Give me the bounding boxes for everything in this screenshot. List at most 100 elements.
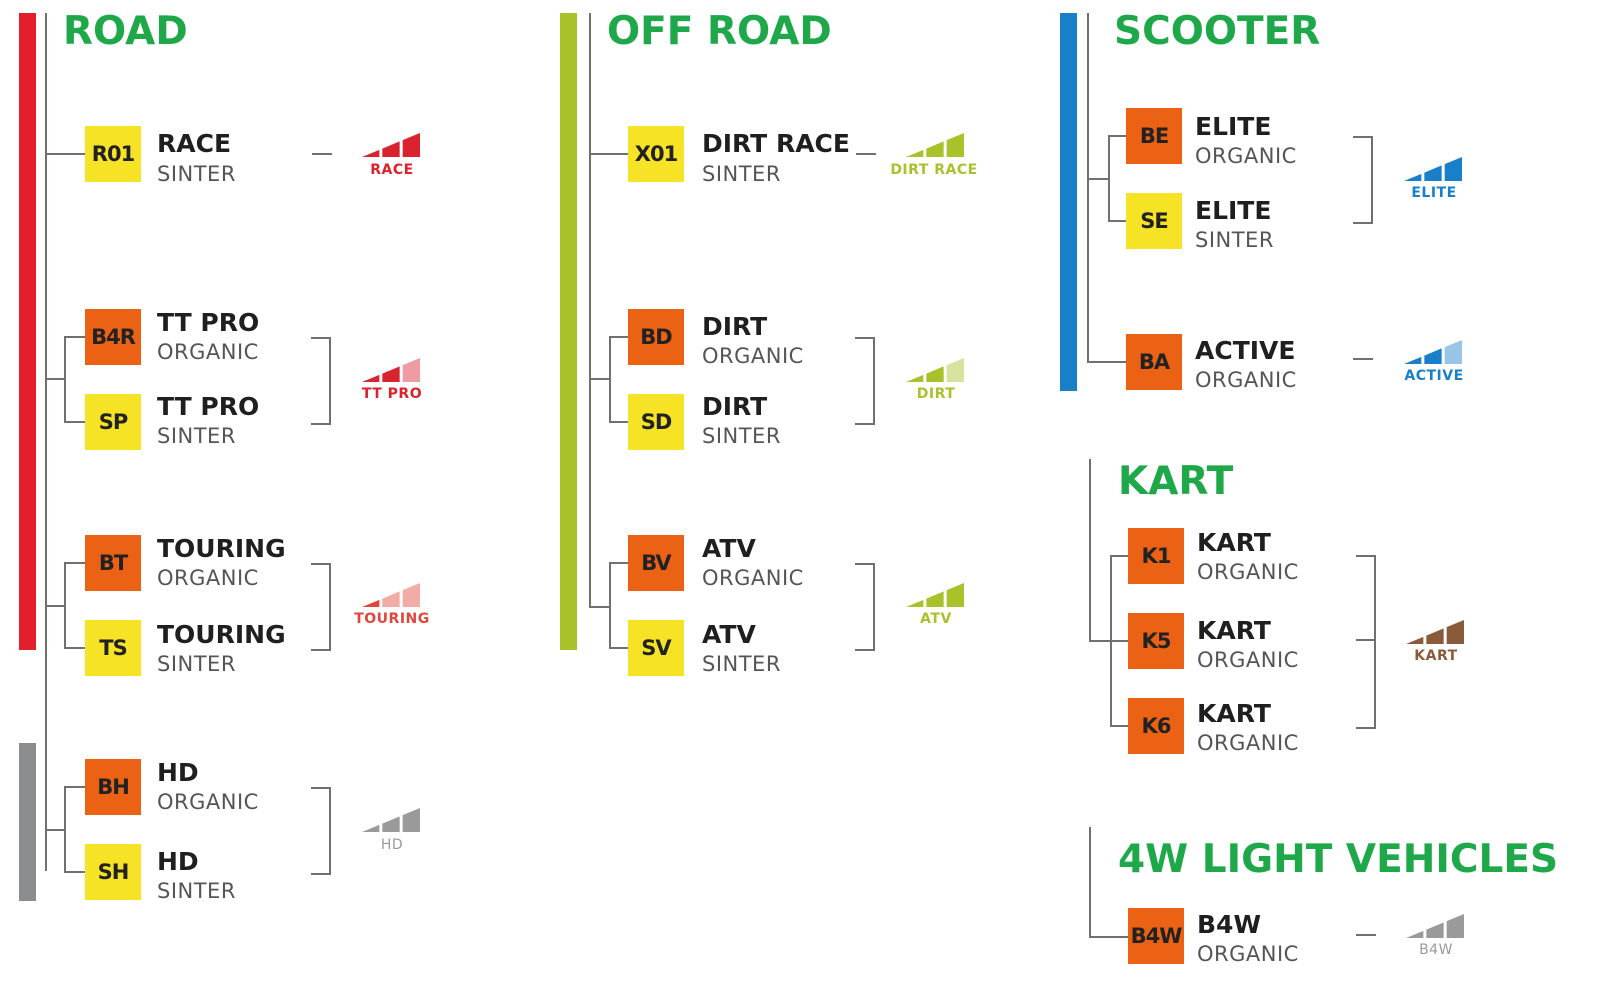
wedge-segment (382, 816, 400, 832)
connector (589, 606, 609, 608)
pad-type: ORGANIC (1195, 144, 1297, 168)
indicator-dirt-label: DIRT (916, 386, 956, 402)
indicator-dirtrace-icon (906, 133, 964, 157)
pad-name: DIRT RACE (702, 129, 850, 158)
pad-code-sv: SV (628, 620, 684, 676)
indicator-kart-label: KART (1414, 648, 1458, 664)
wedge-segment (906, 149, 924, 157)
indicator-elite-label: ELITE (1411, 185, 1457, 201)
pad-type: SINTER (157, 652, 236, 676)
connector (609, 562, 611, 648)
wedge-graphic (362, 358, 420, 382)
wedge-segment (1426, 628, 1444, 644)
pad-code-k1: K1 (1128, 528, 1184, 584)
group-bracket (311, 337, 331, 425)
indicator-ttpro-icon (362, 358, 420, 382)
wedge-segment (402, 358, 420, 382)
wedge-segment (362, 599, 380, 607)
wedge-segment (946, 583, 964, 607)
pad-type: ORGANIC (702, 566, 804, 590)
light4w-tree-trunk (1089, 827, 1091, 937)
pad-code-se: SE (1126, 193, 1182, 249)
pad-type: ORGANIC (157, 566, 259, 590)
wedge-graphic (906, 583, 964, 607)
pad-type: SINTER (702, 652, 781, 676)
connector (609, 336, 611, 422)
connector (1108, 135, 1110, 221)
connector (609, 647, 628, 649)
wedge-segment (362, 374, 380, 382)
connector (589, 378, 609, 380)
connector (64, 786, 66, 872)
pad-type: SINTER (157, 424, 236, 448)
wedge-segment (1444, 157, 1462, 181)
wedge-segment (1406, 636, 1424, 644)
wedge-segment (1446, 914, 1464, 938)
pad-code-k6: K6 (1128, 698, 1184, 754)
connector (64, 562, 66, 648)
pad-type: ORGANIC (157, 790, 259, 814)
pad-code-b4r: B4R (85, 309, 141, 365)
pad-name: DIRT (702, 312, 768, 341)
wedge-graphic (362, 808, 420, 832)
pad-type: SINTER (157, 162, 236, 186)
group-bracket (855, 563, 875, 651)
pad-code-sh: SH (85, 844, 141, 900)
pad-type: ORGANIC (1197, 942, 1299, 966)
indicator-dirt-icon (906, 358, 964, 382)
connector (589, 153, 628, 155)
wedge-segment (1426, 922, 1444, 938)
connector (1108, 135, 1126, 137)
hd-category-bar (19, 743, 36, 901)
wedge-segment (926, 366, 944, 382)
dash-connector (1356, 639, 1376, 641)
wedge-segment (1406, 930, 1424, 938)
wedge-segment (382, 366, 400, 382)
wedge-graphic (1404, 340, 1462, 364)
road-title: ROAD (63, 9, 188, 54)
connector (64, 336, 85, 338)
wedge-segment (402, 808, 420, 832)
pad-code-ts: TS (85, 620, 141, 676)
indicator-b4w-icon (1406, 914, 1464, 938)
pad-name: KART (1197, 699, 1271, 728)
connector (1110, 640, 1128, 642)
connector (1110, 725, 1128, 727)
pad-code-bt: BT (85, 535, 141, 591)
pad-code-be: BE (1126, 108, 1182, 164)
wedge-graphic (1404, 157, 1462, 181)
wedge-segment (1404, 356, 1422, 364)
pad-name: RACE (157, 129, 232, 158)
pad-type: ORGANIC (1197, 560, 1299, 584)
pad-name: KART (1197, 616, 1271, 645)
pad-name: TT PRO (157, 392, 260, 421)
wedge-segment (382, 591, 400, 607)
indicator-ttpro-label: TT PRO (361, 386, 423, 402)
pad-type: ORGANIC (1197, 648, 1299, 672)
pad-code-bd: BD (628, 309, 684, 365)
group-bracket (311, 563, 331, 651)
connector (45, 378, 64, 380)
wedge-segment (926, 591, 944, 607)
connector (64, 336, 66, 422)
connector (1087, 178, 1108, 180)
wedge-segment (1424, 348, 1442, 364)
pad-type: ORGANIC (1197, 731, 1299, 755)
indicator-b4w-label: B4W (1419, 942, 1453, 958)
connector (45, 829, 64, 831)
wedge-segment (1444, 340, 1462, 364)
connector (1110, 555, 1128, 557)
pad-name: KART (1197, 528, 1271, 557)
wedge-segment (906, 374, 924, 382)
wedge-segment (926, 141, 944, 157)
connector (609, 562, 628, 564)
offroad-category-bar (560, 13, 577, 650)
dash-connector (312, 153, 332, 155)
pad-name: ATV (702, 534, 756, 563)
wedge-graphic (906, 133, 964, 157)
connector (1089, 936, 1128, 938)
road-category-bar (19, 13, 36, 650)
connector (64, 647, 85, 649)
pad-name: TT PRO (157, 308, 260, 337)
pad-code-sd: SD (628, 394, 684, 450)
